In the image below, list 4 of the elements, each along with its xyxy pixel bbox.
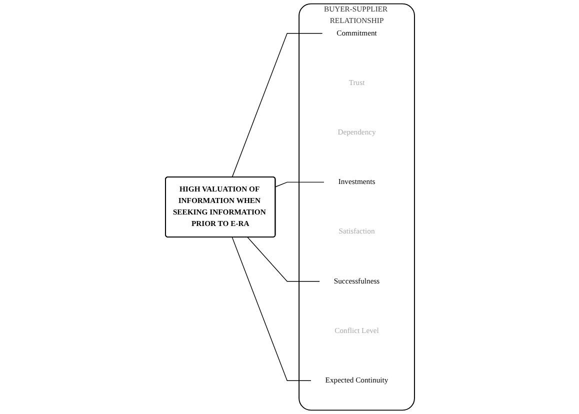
connector: [274, 182, 324, 188]
connector: [231, 236, 311, 381]
connector: [231, 33, 322, 178]
connector: [246, 236, 320, 282]
